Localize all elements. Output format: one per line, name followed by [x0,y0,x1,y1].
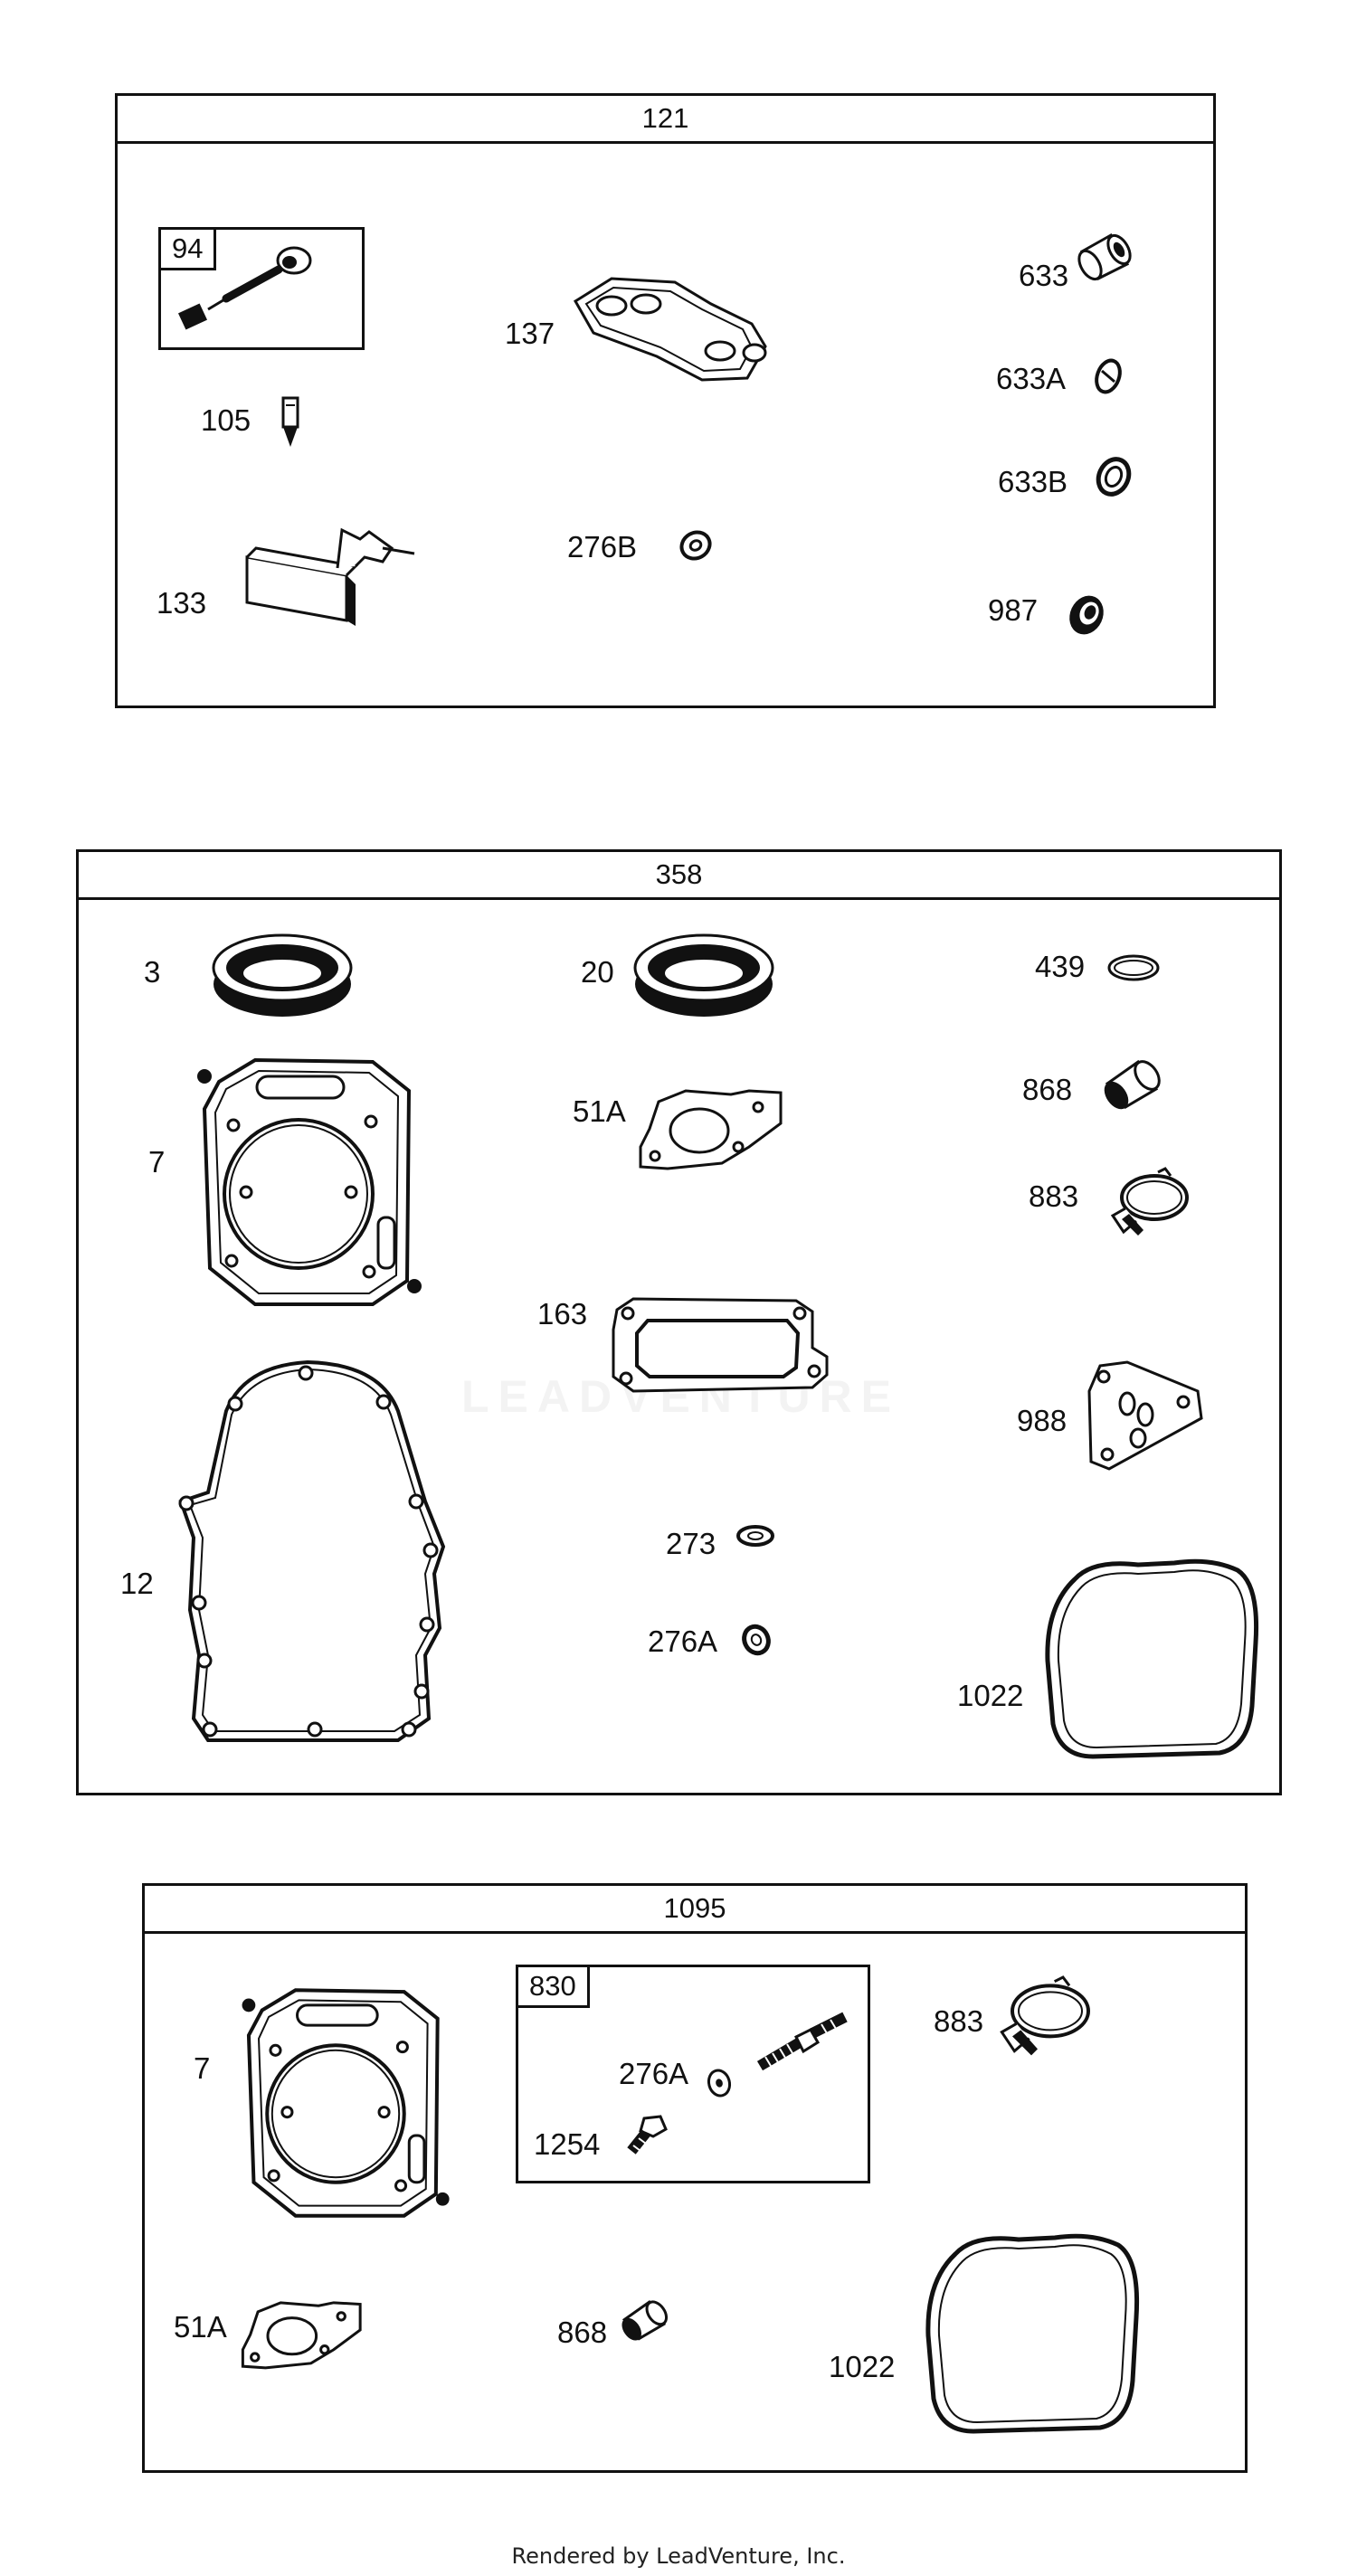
kit-121-title: 121 [118,96,1213,144]
part-label-883: 883 [934,2004,984,2038]
clip-icon[interactable] [993,1977,1095,2066]
ring-icon[interactable] [1091,355,1125,398]
part-label-439: 439 [1035,950,1086,983]
clip-icon[interactable] [1106,1169,1192,1245]
washer-icon[interactable] [704,2066,735,2100]
part-label-12: 12 [120,1567,154,1600]
part-label-883: 883 [1029,1179,1079,1213]
intake-gasket-icon[interactable] [235,2296,365,2373]
part-label-633a: 633A [996,362,1067,395]
subkit-94-label: 94 [161,230,217,271]
seal-icon[interactable] [1065,592,1108,639]
subkit-830[interactable]: 830 [516,1965,870,2183]
part-label-1022: 1022 [829,2350,896,2383]
valve-cover-gasket-icon[interactable] [1039,1552,1265,1762]
seal-ring-icon[interactable] [1093,454,1134,499]
bracket-icon[interactable] [238,521,419,630]
oil-seal-icon[interactable] [210,932,355,1020]
part-label-633: 633 [1019,259,1069,292]
part-label-133: 133 [157,586,207,620]
o-ring-icon[interactable] [1106,952,1162,984]
crankcase-gasket-icon[interactable] [172,1357,454,1746]
part-label-276b: 276B [567,530,638,564]
part-label-1254: 1254 [534,2127,601,2161]
plate-gasket-icon[interactable] [1082,1355,1205,1473]
washer-icon[interactable] [677,526,715,564]
part-label-51a: 51A [174,2310,227,2344]
carburetor-gasket-icon[interactable] [566,270,774,387]
kit-358-title: 358 [79,852,1279,900]
jet-icon[interactable] [277,396,304,450]
part-label-988: 988 [1017,1404,1068,1437]
bushing-icon[interactable] [617,2294,671,2343]
part-label-7: 7 [194,2051,211,2085]
cylinder-head-gasket-icon[interactable] [192,1055,429,1310]
part-label-20: 20 [581,955,614,989]
part-label-3: 3 [144,955,161,989]
manifold-gasket-icon[interactable] [606,1293,830,1402]
part-label-276a: 276A [648,1624,718,1658]
bushing-icon[interactable] [1098,1053,1165,1111]
valve-cover-gasket-icon[interactable] [919,2227,1145,2437]
needle-valve-icon[interactable] [172,237,326,335]
stud-icon[interactable] [754,2010,852,2075]
intake-gasket-icon[interactable] [631,1084,787,1174]
part-label-273: 273 [666,1527,716,1560]
part-label-987: 987 [988,593,1039,627]
footer-credit: Rendered by LeadVenture, Inc. [511,2543,846,2569]
washer-icon[interactable] [740,1623,773,1657]
part-label-7: 7 [148,1145,166,1179]
part-label-137: 137 [505,317,555,350]
part-label-276a: 276A [619,2057,689,2090]
washer-icon[interactable] [735,1523,776,1548]
part-label-868: 868 [557,2316,608,2349]
part-label-163: 163 [537,1297,588,1331]
oil-seal-icon[interactable] [631,932,776,1020]
part-label-51a: 51A [573,1094,626,1128]
part-label-105: 105 [201,403,251,437]
cylinder-head-gasket-icon[interactable] [237,1984,456,2221]
part-label-633b: 633B [998,465,1068,498]
part-label-1022: 1022 [957,1679,1024,1712]
part-label-868: 868 [1022,1073,1073,1106]
screw-icon[interactable] [622,2113,669,2158]
subkit-94[interactable]: 94 [158,227,365,350]
bushing-icon[interactable] [1073,226,1143,280]
kit-1095-title: 1095 [145,1886,1245,1934]
subkit-830-label: 830 [518,1967,590,2009]
